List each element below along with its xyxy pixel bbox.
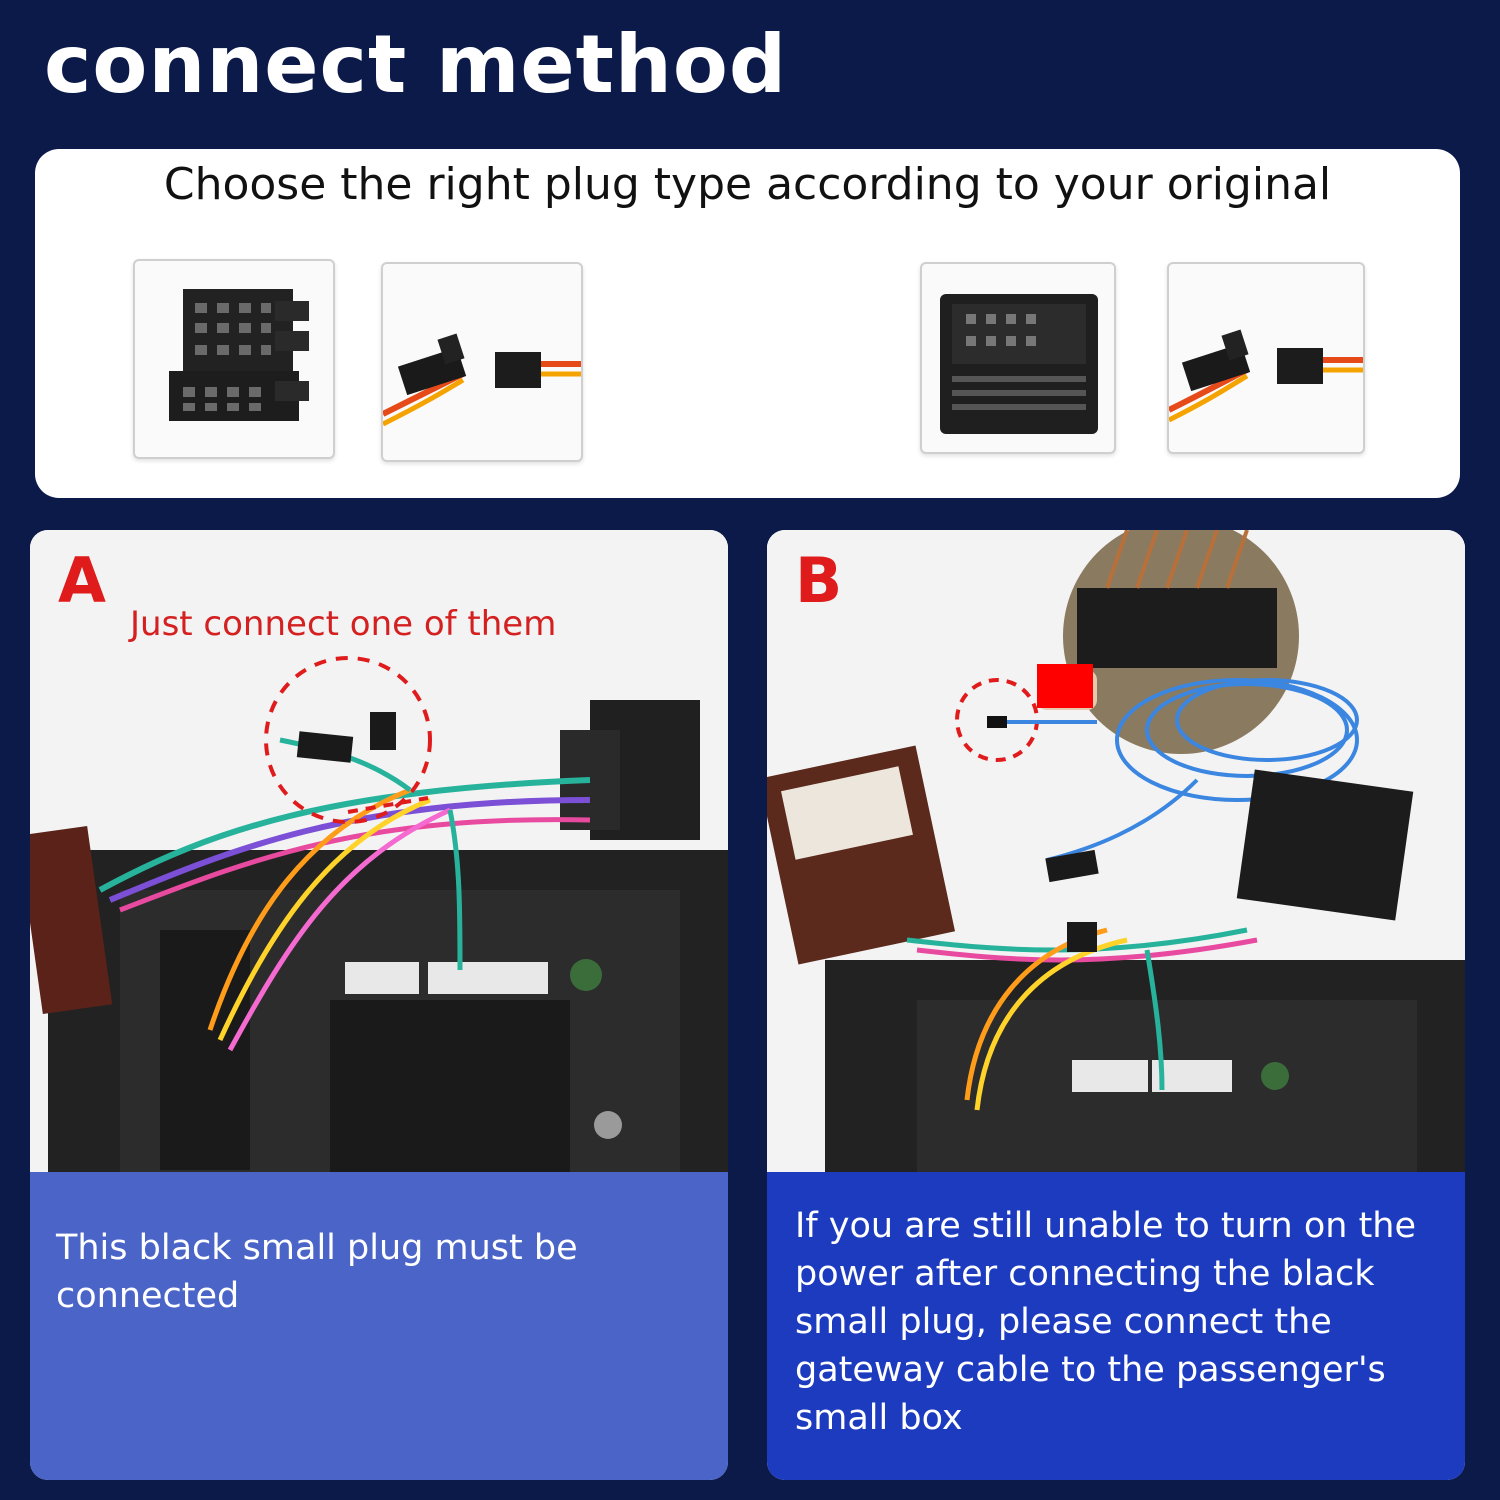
panel-a-note: Just connect one of them xyxy=(130,604,557,644)
panel-a: A Just connect one of them This black sm… xyxy=(30,530,728,1480)
small-plug-image-1 xyxy=(381,262,583,462)
plug-type-card: Choose the right plug type according to … xyxy=(35,149,1460,498)
wiring-photo-b xyxy=(767,530,1465,1172)
page-title: connect method xyxy=(44,18,788,111)
panel-b-caption: If you are still unable to turn on the p… xyxy=(795,1206,1417,1438)
plug-type-subtitle: Choose the right plug type according to … xyxy=(163,159,1332,210)
small-plug-image-2 xyxy=(1167,262,1365,454)
panel-b: B If you are still unable to turn on the… xyxy=(767,530,1465,1480)
wiring-photo-a xyxy=(30,530,728,1172)
panel-a-caption: This black small plug must be connected xyxy=(56,1228,578,1316)
quadlock-connector-image xyxy=(920,262,1116,454)
iso-connector-image xyxy=(133,259,335,459)
panel-a-letter: A xyxy=(58,544,106,617)
panel-b-letter: B xyxy=(795,544,843,617)
panel-b-caption-box: If you are still unable to turn on the p… xyxy=(767,1172,1465,1480)
panel-a-caption-box: This black small plug must be connected xyxy=(30,1172,728,1480)
